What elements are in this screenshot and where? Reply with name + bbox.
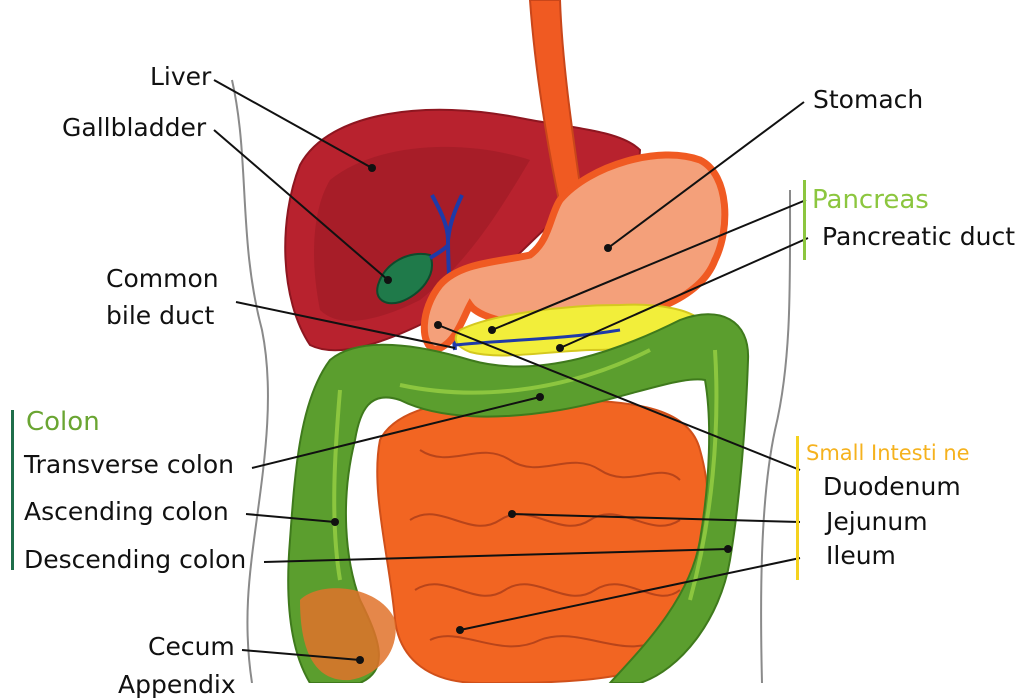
- leader-jejunum: [511, 513, 801, 523]
- leader-ascending-colon: [245, 513, 336, 523]
- label-cecum: Cecum: [148, 632, 235, 661]
- leader-duodenum: [437, 324, 801, 471]
- leader-common-bile-duct: [235, 301, 456, 349]
- pancreas-group-bar: [803, 180, 806, 260]
- leader-descending-colon: [263, 548, 729, 563]
- label-descending-colon: Descending colon: [24, 545, 247, 574]
- leader-cecum: [241, 649, 361, 661]
- label-common-bile-duct-line2: bile duct: [106, 301, 215, 330]
- digestive-system-diagram: Liver Gallbladder Common bile duct Stoma…: [11, 0, 1015, 699]
- body-outline-left: [231, 79, 269, 683]
- small-intestine-folds: [409, 449, 681, 648]
- label-stomach: Stomach: [813, 85, 924, 114]
- gallbladder-shape: [376, 252, 433, 305]
- anatomy-illustration: [213, 0, 809, 683]
- label-small-intestine: Small Intesti ne: [806, 441, 970, 465]
- label-pancreas: Pancreas: [812, 185, 929, 215]
- liver-shade: [314, 146, 530, 321]
- label-gallbladder: Gallbladder: [62, 113, 207, 142]
- leader-pancreatic-duct: [559, 237, 809, 349]
- label-appendix: Appendix: [118, 670, 236, 699]
- pancreatic-duct: [454, 328, 621, 347]
- small-intestine-group-bar: [796, 436, 799, 580]
- leader-liver: [213, 79, 373, 169]
- body-outline-right: [760, 189, 792, 683]
- label-ascending-colon: Ascending colon: [24, 497, 229, 526]
- leader-pancreas: [491, 199, 807, 331]
- colon-group-bar: [11, 410, 14, 570]
- leader-lines: [213, 79, 809, 661]
- label-transverse-colon: Transverse colon: [24, 450, 234, 479]
- leader-dots: [331, 164, 732, 664]
- label-ileum: Ileum: [826, 541, 896, 570]
- colon-highlight: [332, 348, 719, 601]
- label-jejunum: Jejunum: [826, 507, 928, 536]
- label-liver: Liver: [150, 62, 212, 91]
- leader-stomach: [607, 101, 805, 249]
- label-common-bile-duct-line1: Common: [106, 264, 219, 293]
- label-colon: Colon: [26, 407, 100, 437]
- leader-ileum: [459, 557, 801, 631]
- leader-transverse-colon: [251, 396, 541, 469]
- leader-gallbladder: [213, 129, 389, 281]
- label-duodenum: Duodenum: [823, 472, 961, 501]
- label-pancreatic-duct: Pancreatic duct: [822, 222, 1015, 251]
